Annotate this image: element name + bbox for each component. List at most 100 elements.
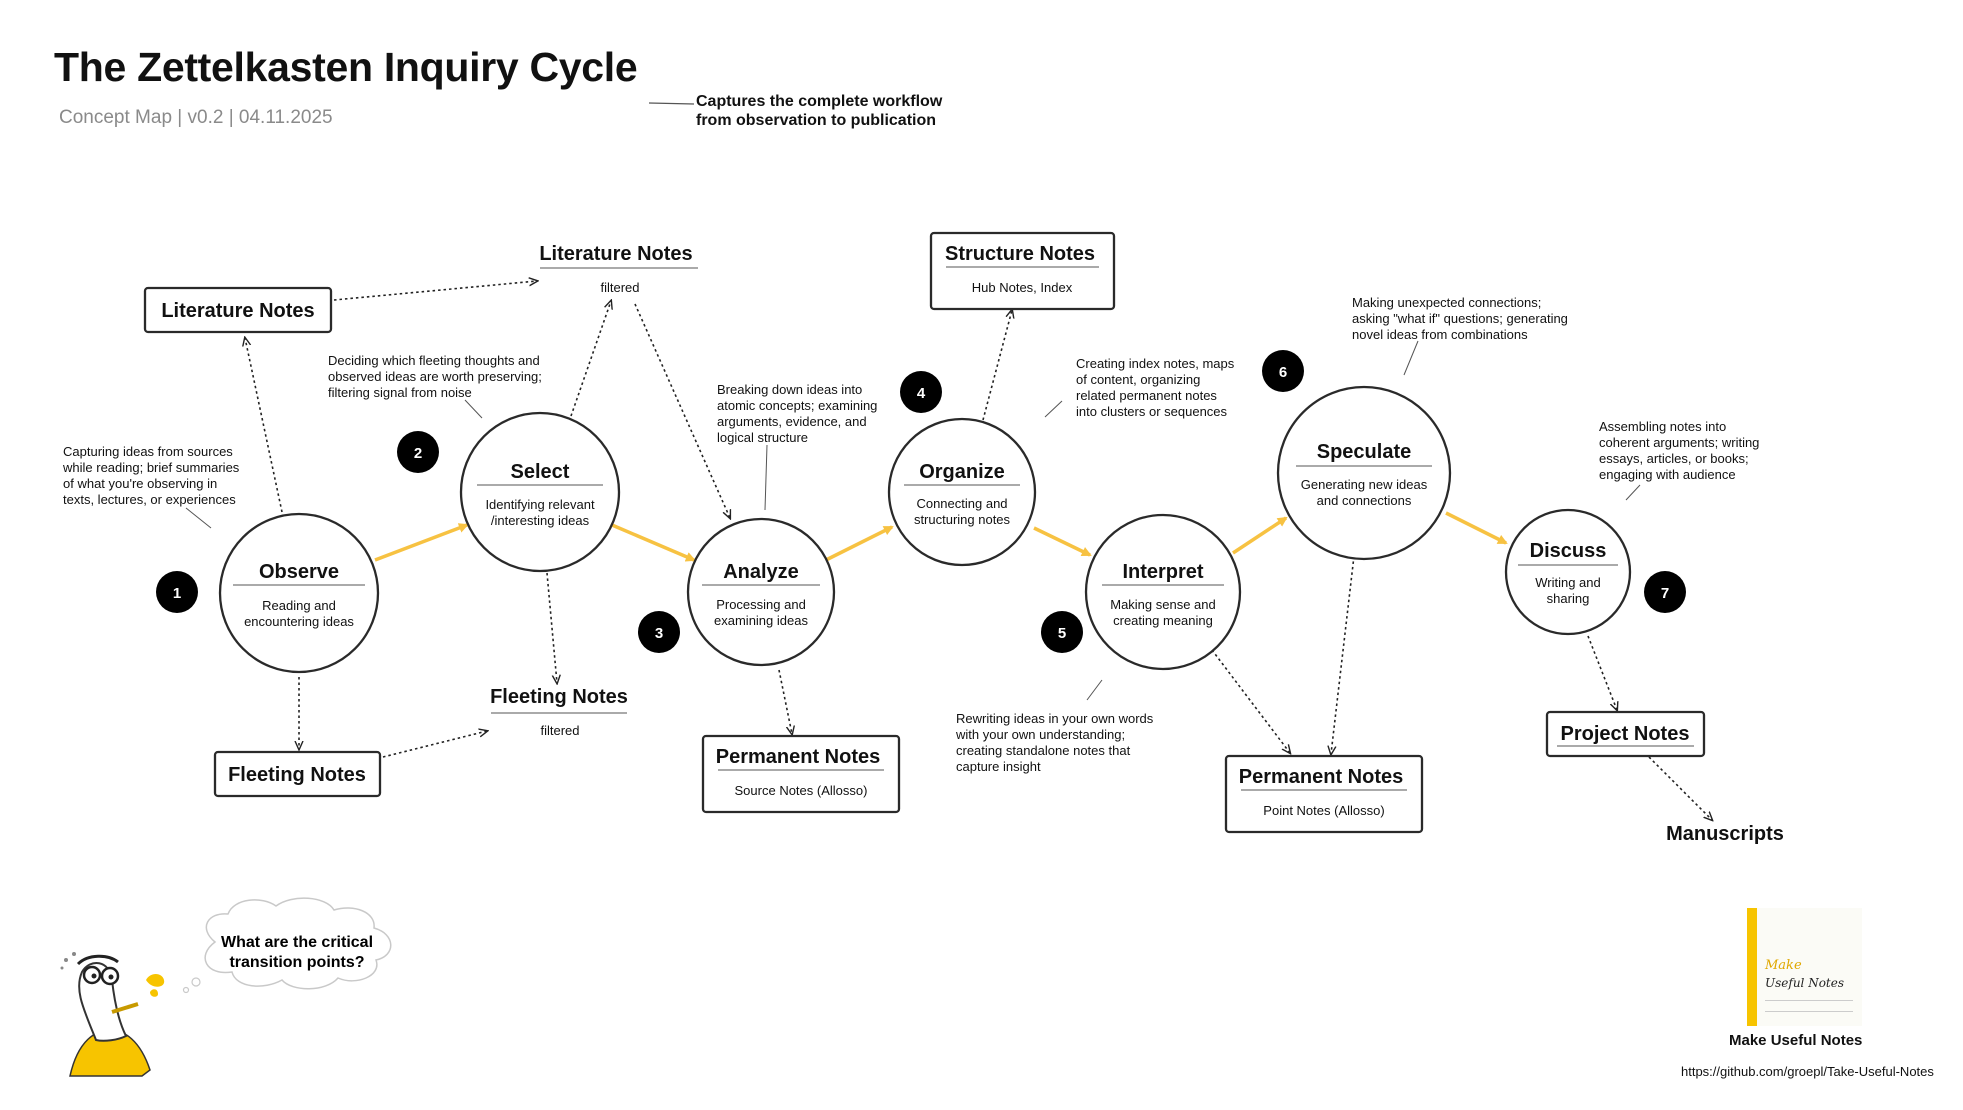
stage-organize-title: Organize	[919, 461, 1005, 483]
annotation-interpret: Rewriting ideas in your own words with y…	[956, 711, 1153, 775]
annotation-organize: Creating index notes, maps of content, o…	[1076, 356, 1234, 420]
stage-interpret-desc-2: creating meaning	[1113, 613, 1213, 628]
badge-number: 4	[917, 385, 926, 402]
dotted-arrow-literature-filtered	[333, 281, 537, 301]
page-title: The Zettelkasten Inquiry Cycle	[54, 44, 638, 90]
project-notes-box[interactable]	[1545, 710, 1706, 758]
stage-interpret-circle[interactable]	[1084, 513, 1242, 671]
callout-note: Captures the complete workflow from obse…	[696, 92, 942, 130]
annotation-line: filtering signal from noise	[328, 385, 472, 400]
stage-select-circle[interactable]	[459, 411, 621, 573]
stage-observe-circle[interactable]	[218, 512, 380, 674]
leader-analyze	[764, 444, 768, 511]
annotation-line: Capturing ideas from sources	[63, 444, 233, 459]
book-title-line-1: Make	[1765, 958, 1802, 973]
stage-discuss-title: Discuss	[1530, 540, 1607, 562]
annotation-line: of what you're observing in	[63, 476, 218, 491]
project-notes-title: Project Notes	[1561, 723, 1690, 745]
structure-notes-sub: Hub Notes, Index	[972, 280, 1073, 295]
annotation-observe: Capturing ideas from sources while readi…	[63, 444, 239, 508]
annotation-discuss: Assembling notes into coherent arguments…	[1599, 419, 1759, 483]
bubble-question-line-2: transition points?	[229, 954, 364, 971]
annotation-line: arguments, evidence, and	[717, 414, 867, 429]
annotation-line: Creating index notes, maps	[1076, 356, 1235, 371]
badge-number: 2	[414, 445, 422, 462]
callout-line-1: Captures the complete workflow	[696, 93, 943, 110]
literature-notes-filtered-title: Literature Notes	[539, 243, 692, 265]
annotation-line: atomic concepts; examining	[717, 398, 878, 413]
permanent-notes-source-title: Permanent Notes	[716, 746, 881, 768]
annotation-line: Making unexpected connections;	[1352, 295, 1542, 310]
permanent-notes-point-sub: Point Notes (Allosso)	[1263, 803, 1384, 818]
stage-speculate-desc-1: Generating new ideas	[1301, 477, 1428, 492]
literature-notes-title: Literature Notes	[161, 300, 314, 322]
dotted-arrow-project-manuscripts	[1648, 756, 1712, 820]
brand-url-link[interactable]: https://github.com/groepl/Take-Useful-No…	[1681, 1064, 1934, 1079]
stage-organize-desc-1: Connecting and	[916, 496, 1007, 511]
fleeting-notes-title: Fleeting Notes	[228, 764, 366, 786]
annotation-line: coherent arguments; writing	[1599, 435, 1760, 450]
flow-arrows	[374, 511, 1508, 562]
annotation-line: Breaking down ideas into	[717, 382, 863, 397]
book-text-lines	[1765, 1000, 1853, 1012]
stage-speculate-desc-2: and connections	[1317, 493, 1412, 508]
badge-number: 3	[655, 625, 663, 642]
callout-connector	[648, 102, 695, 105]
stage-discuss-circle[interactable]	[1504, 508, 1632, 636]
stage-speculate-title: Speculate	[1317, 441, 1411, 463]
flow-arrow-select-analyze	[611, 523, 696, 562]
stage-analyze-title: Analyze	[723, 561, 799, 583]
permanent-notes-point-box[interactable]	[1224, 754, 1424, 834]
annotation-line: observed ideas are worth preserving;	[328, 369, 542, 384]
permanent-notes-source-sub: Source Notes (Allosso)	[735, 783, 868, 798]
fleeting-notes-box[interactable]	[213, 750, 382, 798]
manuscripts-label: Manuscripts	[1666, 823, 1784, 845]
annotation-line: Assembling notes into	[1599, 419, 1727, 434]
permanent-notes-source-box[interactable]	[701, 734, 901, 814]
dotted-arrow-select-fleeting	[546, 572, 557, 683]
stage-observe-title: Observe	[259, 561, 339, 583]
annotation-line: Rewriting ideas in your own words	[956, 711, 1154, 726]
stage-analyze-desc-1: Processing and	[716, 597, 806, 612]
book-cover-image[interactable]: Make Useful Notes	[1747, 908, 1862, 1026]
badge-number: 5	[1058, 625, 1066, 642]
annotation-line: engaging with audience	[1599, 467, 1736, 482]
stage-interpret-title: Interpret	[1122, 561, 1203, 583]
annotation-speculate: Making unexpected connections; asking "w…	[1352, 295, 1568, 343]
dotted-arrow-interpret-permanent	[1211, 649, 1290, 753]
bubble-question-line-1: What are the critical	[221, 934, 373, 951]
stage-select-desc-2: /interesting ideas	[491, 513, 590, 528]
brand-name: Make Useful Notes	[1729, 1032, 1863, 1049]
leader-discuss	[1625, 484, 1641, 501]
stage-number-badge	[397, 431, 439, 473]
dotted-arrow-observe-literature	[245, 338, 283, 513]
stage-speculate-circle[interactable]	[1276, 385, 1452, 561]
flow-arrow-observe-select	[374, 523, 469, 562]
stage-observe-desc-2: encountering ideas	[244, 614, 354, 629]
stage-organize-circle[interactable]	[887, 417, 1037, 567]
stage-discuss-desc-2: sharing	[1547, 591, 1590, 606]
annotation-line: capture insight	[956, 759, 1041, 774]
dotted-arrow-analyze-permanent	[778, 669, 792, 734]
fleeting-notes-filtered-sub: filtered	[540, 723, 579, 738]
structure-notes-box[interactable]	[929, 231, 1116, 311]
flow-arrow-speculate-discuss	[1445, 511, 1508, 545]
annotation-select: Deciding which fleeting thoughts and obs…	[328, 353, 542, 401]
annotation-line: with your own understanding;	[956, 727, 1126, 742]
dotted-arrow-organize-structure	[982, 310, 1012, 421]
annotation-line: into clusters or sequences	[1076, 404, 1228, 419]
leader-speculate	[1403, 340, 1419, 376]
dotted-arrow-select-literature	[570, 301, 611, 417]
dotted-arrow-speculate-permanent	[1331, 555, 1355, 754]
badge-number: 7	[1661, 585, 1669, 602]
stage-number-badge	[1262, 350, 1304, 392]
dotted-arrow-discuss-project	[1587, 635, 1617, 710]
literature-notes-box[interactable]	[143, 286, 333, 334]
stage-analyze-circle[interactable]	[686, 517, 836, 667]
stage-number-badge	[1644, 571, 1686, 613]
annotation-line: while reading; brief summaries	[63, 460, 240, 475]
stage-number-badge	[156, 571, 198, 613]
leader-select	[464, 399, 483, 419]
thought-bubble: What are the critical transition points?	[182, 897, 392, 994]
